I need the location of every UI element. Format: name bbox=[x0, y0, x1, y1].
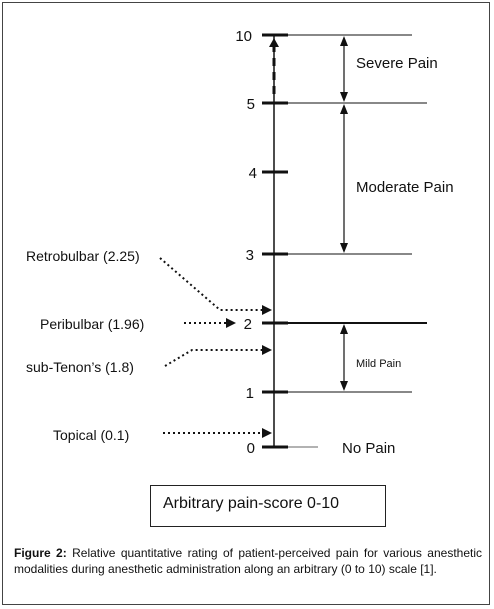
severe-pain-label: Severe Pain bbox=[356, 55, 438, 72]
peribulbar-arrowhead bbox=[226, 318, 236, 328]
tick-label-0: 0 bbox=[247, 440, 255, 457]
tick-label-3: 3 bbox=[246, 247, 254, 264]
retrobulbar-arrow bbox=[159, 257, 262, 311]
subtenon-label: sub-Tenon’s (1.8) bbox=[26, 359, 134, 375]
topical-arrowhead bbox=[262, 428, 272, 438]
retrobulbar-arrowhead bbox=[262, 305, 272, 315]
severe-arrowhead-top bbox=[340, 36, 348, 46]
severe-arrowhead-bottom bbox=[340, 92, 348, 102]
moderate-arrowhead-bottom bbox=[340, 243, 348, 253]
figure-caption: Figure 2: Relative quantitative rating o… bbox=[14, 545, 482, 577]
retrobulbar-label: Retrobulbar (2.25) bbox=[26, 248, 140, 264]
score-box-label: Arbitrary pain-score 0-10 bbox=[163, 495, 340, 512]
no-pain-label: No Pain bbox=[342, 440, 395, 457]
tick-label-4: 4 bbox=[249, 165, 257, 182]
moderate-arrowhead-top bbox=[340, 104, 348, 114]
tick-label-10: 10 bbox=[235, 28, 252, 45]
dashed-axis-arrowhead bbox=[269, 38, 279, 47]
score-scale-box: Arbitrary pain-score 0-10 bbox=[150, 485, 386, 527]
caption-text: Relative quantitative rating of patient-… bbox=[14, 546, 483, 576]
subtenon-arrowhead bbox=[262, 345, 272, 355]
moderate-pain-label: Moderate Pain bbox=[356, 179, 454, 196]
tick-label-2: 2 bbox=[244, 316, 252, 333]
mild-arrowhead-bottom bbox=[340, 381, 348, 391]
mild-pain-label: Mild Pain bbox=[356, 358, 401, 370]
figure-frame bbox=[2, 2, 490, 605]
caption-prefix: Figure 2: bbox=[14, 546, 67, 560]
subtenon-arrow bbox=[164, 349, 262, 367]
tick-label-1: 1 bbox=[246, 385, 254, 402]
topical-label: Topical (0.1) bbox=[53, 427, 129, 443]
mild-arrowhead-top bbox=[340, 324, 348, 334]
peribulbar-label: Peribulbar (1.96) bbox=[40, 316, 144, 332]
tick-label-5: 5 bbox=[247, 96, 255, 113]
